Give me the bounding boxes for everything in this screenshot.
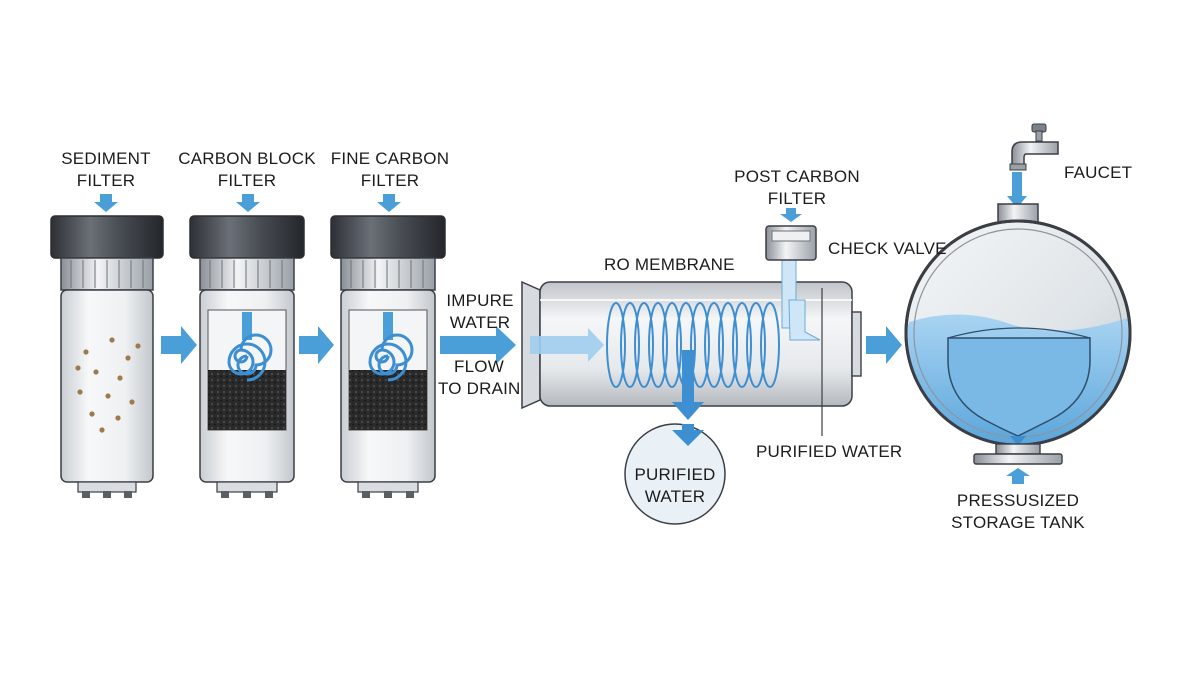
inlet-arrow [780,208,802,222]
sediment-filter-label: SEDIMENT FILTER [61,149,151,190]
carbon-block-filter [189,194,305,498]
purified-down-arrow [672,424,704,446]
post-carbon-filter [765,208,817,261]
fine-carbon-filter [330,194,446,498]
purified-down-arrow [672,402,704,420]
faucet-flow-arrow [1007,172,1027,208]
feed-arrow [530,328,604,362]
sediment-filter [50,194,164,498]
check-valve-label: CHECK VALVE [828,239,947,258]
purified-water-circle-label: PURIFIED WATER [634,465,716,506]
flow-arrow [161,326,197,364]
swirl-icon [227,333,273,382]
inlet-arrow [377,194,401,212]
fine-carbon-filter-label: FINE CARBON FILTER [330,149,450,190]
flow-arrow [866,326,902,364]
purified-water-circle [624,423,726,525]
sediment-particles [75,337,141,433]
flow-arrow [440,326,516,364]
post-carbon-filter-label: POST CARBON FILTER [734,167,860,208]
tank-inlet-arrow [1006,468,1030,484]
carbon-block-filter-label: CARBON BLOCK FILTER [178,149,316,190]
flow-to-drain-label: FLOW TO DRAIN [438,357,521,398]
inlet-arrow [236,194,260,212]
impure-water-label: IMPURE WATER [446,291,514,332]
storage-tank [904,203,1132,484]
tank-bladder [947,337,1091,437]
membrane-coil [606,302,780,388]
inlet-arrow [94,194,118,212]
purified-water-outlet-label: PURIFIED WATER [756,442,903,461]
swirl-icon [368,333,414,382]
faucet-label: FAUCET [1064,163,1133,182]
flow-arrow [299,326,334,364]
storage-tank-label: PRESSUSIZED STORAGE TANK [951,491,1085,532]
ro-membrane-housing [521,257,862,436]
ro-membrane-label: RO MEMBRANE [604,255,735,274]
faucet-icon [1007,123,1059,208]
